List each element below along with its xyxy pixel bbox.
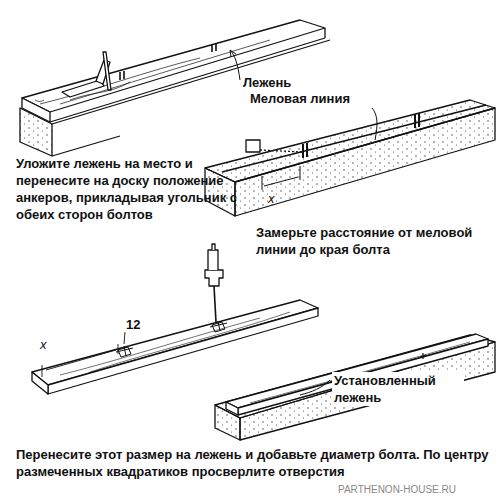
instruction-text: Замерьте расстояние от меловой линии до … bbox=[256, 224, 491, 258]
installed-sill bbox=[215, 334, 495, 440]
caption-text: Перенесите этот размер на лежень и добав… bbox=[16, 446, 492, 480]
callout-number: 12 bbox=[126, 316, 140, 333]
dimension-label: x bbox=[268, 190, 275, 207]
board-drilling bbox=[32, 244, 318, 394]
foundation-chalk-line bbox=[205, 100, 495, 216]
dimension-label: x bbox=[40, 336, 47, 353]
part-label: Меловая линия bbox=[250, 90, 350, 107]
part-label: Установленный лежень bbox=[332, 372, 464, 406]
part-label: Лежень bbox=[243, 74, 291, 91]
instruction-text: Уложите лежень на место и перенесите на … bbox=[16, 155, 238, 223]
watermark: PARTHENON-HOUSE.RU bbox=[338, 484, 456, 496]
wall-with-board bbox=[20, 20, 330, 156]
